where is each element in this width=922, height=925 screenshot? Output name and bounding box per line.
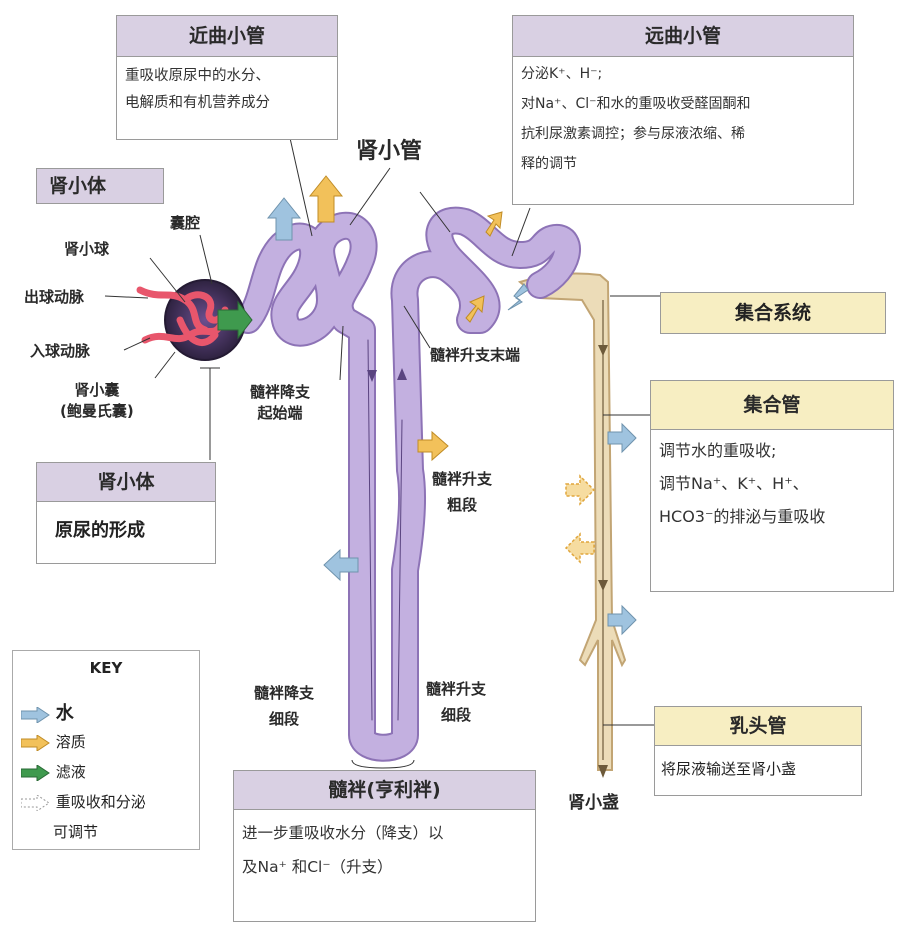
solute-arrow-icon — [485, 211, 503, 237]
renal-corpuscle-top-title: 肾小体 — [49, 175, 107, 197]
key-item-label: 滤液 — [55, 763, 86, 781]
solute-arrow-icon — [417, 430, 449, 462]
distal-tubule-line: 抗利尿激素调控；参与尿液浓缩、稀 — [521, 126, 745, 142]
solute-dashed-arrow-icon — [565, 474, 596, 506]
dashed-arrow-icon — [20, 793, 50, 812]
renal-tubule-label: 肾小管 — [356, 139, 423, 164]
descending-limb-start-label: 髓袢降支 起始端 — [250, 382, 310, 424]
afferent-arteriole-label: 入球动脉 — [30, 342, 91, 360]
key-box: KEY 水 溶质 滤液 重吸收和分泌 可调节 — [12, 650, 200, 850]
efferent-arteriole-label: 出球动脉 — [24, 288, 85, 306]
key-item-water: 水 — [20, 699, 74, 725]
key-item-filtrate: 滤液 — [20, 761, 86, 782]
key-title: KEY — [89, 659, 123, 677]
papillary-duct-body: 将尿液输送至肾小盏 — [661, 760, 797, 778]
proximal-tubule-title: 近曲小管 — [117, 16, 337, 57]
capsule-cavity-label: 囊腔 — [170, 214, 201, 232]
thin-descending-limb-line: 髓袢降支 — [254, 684, 315, 702]
loop-of-henle-box: 髓袢(亨利袢) 进一步重吸收水分（降支）以 及Na⁺ 和Cl⁻（升支） — [233, 770, 536, 922]
distal-tubule-line: 分泌K⁺、H⁻; — [521, 66, 603, 82]
distal-tubule-line: 释的调节 — [521, 156, 577, 172]
blue-arrow-icon — [20, 705, 50, 724]
renal-corpuscle-bottom-box: 肾小体 原尿的形成 — [36, 462, 216, 564]
papillary-duct-title: 乳头管 — [655, 707, 861, 746]
proximal-tubule-line: 电解质和有机营养成分 — [125, 95, 270, 111]
bowman-capsule-line: 肾小囊 — [74, 381, 120, 399]
collecting-duct-box: 集合管 调节水的重吸收; 调节Na⁺、K⁺、H⁺、 HCO3⁻的排泌与重吸收 — [650, 380, 894, 592]
loop-of-henle-title: 髓袢(亨利袢) — [234, 771, 535, 810]
distal-tubule-line: 对Na⁺、Cl⁻和水的重吸收受醛固酮和 — [521, 96, 751, 112]
key-item-label: 重吸收和分泌 — [55, 793, 146, 811]
collecting-duct-shape — [517, 272, 627, 778]
water-arrow-icon — [607, 604, 637, 636]
renal-tubule-shape — [234, 206, 581, 762]
collecting-duct-line: 调节水的重吸收; — [659, 441, 777, 460]
thin-descending-limb-label: 髓袢降支 细段 — [254, 680, 314, 732]
bowman-capsule-line: (鲍曼氏囊) — [60, 402, 134, 420]
key-item-label: 水 — [55, 703, 74, 724]
collecting-system-box: 集合系统 — [660, 292, 886, 334]
thick-ascending-limb-label: 髓袢升支 粗段 — [432, 466, 492, 518]
loop-of-henle-line: 进一步重吸收水分（降支）以 — [242, 824, 444, 842]
thin-ascending-limb-line: 髓袢升支 — [426, 680, 487, 698]
water-arrow-icon — [507, 283, 529, 311]
water-arrow-icon — [607, 422, 637, 454]
papillary-duct-box: 乳头管 将尿液输送至肾小盏 — [654, 706, 862, 796]
distal-tubule-title: 远曲小管 — [513, 16, 853, 57]
thick-ascending-limb-line: 粗段 — [447, 496, 478, 514]
thin-descending-limb-line: 细段 — [269, 710, 300, 728]
collecting-system-title: 集合系统 — [734, 302, 811, 324]
orange-arrow-icon — [20, 733, 50, 752]
water-arrow-icon — [266, 197, 302, 241]
thick-ascending-limb-line: 髓袢升支 — [432, 470, 493, 488]
green-arrow-icon — [20, 763, 50, 782]
thin-ascending-limb-line: 细段 — [441, 706, 472, 724]
bowman-capsule-label: 肾小囊 (鲍曼氏囊) — [60, 380, 134, 422]
renal-corpuscle-bottom-body: 原尿的形成 — [55, 520, 145, 541]
descending-limb-start-line: 髓袢降支 — [250, 383, 311, 401]
glomerulus-label: 肾小球 — [64, 240, 110, 258]
loop-of-henle-line: 及Na⁺ 和Cl⁻（升支） — [242, 858, 393, 876]
minor-calyx-label: 肾小盏 — [568, 793, 619, 813]
collecting-duct-title: 集合管 — [651, 381, 893, 430]
proximal-tubule-box: 近曲小管 重吸收原尿中的水分、 电解质和有机营养成分 — [116, 15, 338, 140]
key-item-regulated-line2: 可调节 — [53, 823, 99, 841]
proximal-tubule-line: 重吸收原尿中的水分、 — [125, 68, 270, 84]
solute-dashed-arrow-icon — [564, 532, 595, 564]
water-arrow-icon — [323, 548, 359, 582]
key-item-label: 溶质 — [55, 733, 86, 751]
key-item-regulated: 重吸收和分泌 — [20, 791, 146, 812]
collecting-duct-line: 调节Na⁺、K⁺、H⁺、 — [659, 474, 809, 493]
renal-corpuscle-bottom-title: 肾小体 — [37, 463, 215, 502]
solute-arrow-icon — [308, 175, 344, 223]
distal-tubule-box: 远曲小管 分泌K⁺、H⁻; 对Na⁺、Cl⁻和水的重吸收受醛固酮和 抗利尿激素调… — [512, 15, 854, 205]
descending-limb-start-line: 起始端 — [257, 404, 303, 422]
key-item-solute: 溶质 — [20, 731, 86, 752]
filtrate-arrow-icon — [217, 300, 253, 340]
renal-corpuscle-top-box: 肾小体 — [36, 168, 164, 204]
solute-arrow-icon — [465, 295, 485, 323]
renal-corpuscle-shape — [136, 279, 253, 361]
thin-ascending-limb-label: 髓袢升支 细段 — [426, 676, 486, 728]
collecting-duct-line: HCO3⁻的排泌与重吸收 — [659, 507, 826, 526]
ascending-limb-end-label: 髓袢升支末端 — [430, 346, 521, 364]
